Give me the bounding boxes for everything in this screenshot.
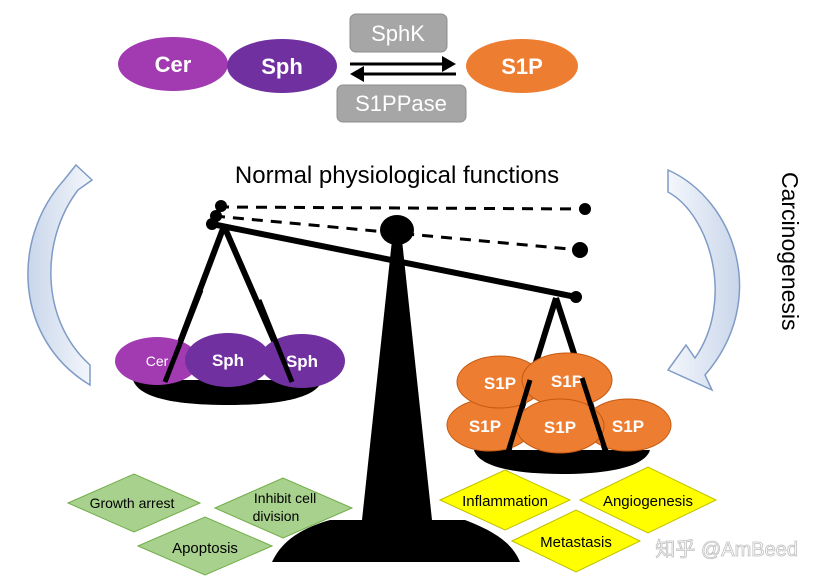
left-cycle-arrow-icon <box>27 163 94 387</box>
right-pan-s1p-label: S1P <box>469 417 501 436</box>
left-pan <box>133 380 322 405</box>
outcome-angiogenesis-label: Angiogenesis <box>603 493 693 510</box>
sphk-box <box>349 13 448 53</box>
s1ppase-label: S1PPase <box>355 91 447 116</box>
outcome-inhibit-division <box>213 477 354 539</box>
watermark: 知乎 @AmBeed <box>655 538 798 561</box>
left-pan-cer-label: Cer <box>146 353 169 369</box>
outcome-inhibit-division-label: Inhibit cell division <box>253 490 320 524</box>
outcome-growth-arrest <box>66 473 202 533</box>
outcome-angiogenesis <box>578 466 718 534</box>
right-pan-s1p-label: S1P <box>551 372 583 391</box>
scale-post <box>362 240 432 520</box>
s1ppase-box <box>336 84 467 123</box>
title: Normal physiological functions <box>235 162 559 189</box>
outcome-inflammation <box>438 469 572 531</box>
right-pan-s1p-label: S1P <box>544 418 576 437</box>
left-pan-sph-label: Sph <box>212 351 244 370</box>
sphk-label: SphK <box>371 21 425 46</box>
outcome-growth-arrest-label: Growth arrest <box>90 495 175 511</box>
cer-ellipse <box>118 37 228 91</box>
forward-arrowhead-icon <box>442 56 456 72</box>
pathway: Cer Sph SphK S1PPase S1P <box>118 13 578 123</box>
scale-base <box>272 520 520 562</box>
beam-end-dot <box>206 218 218 230</box>
beam-end-dot <box>572 242 588 258</box>
beam-end-dot <box>215 200 227 212</box>
left-pan-items: Cer Sph Sph <box>115 289 345 388</box>
side-label: Carcinogenesis <box>777 172 803 331</box>
left-pan-sph <box>185 333 271 387</box>
outcome-inflammation-label: Inflammation <box>462 493 548 510</box>
left-outcomes: Growth arrest Inhibit cell division Apop… <box>66 473 354 576</box>
sph-ellipse <box>227 39 337 93</box>
outcome-apoptosis <box>136 516 274 576</box>
outcome-metastasis-label: Metastasis <box>540 534 612 551</box>
left-pan-sph-label: Sph <box>286 352 318 371</box>
right-pan-s1p-label: S1P <box>484 374 516 393</box>
dashed-beam-mid <box>213 214 581 252</box>
right-cycle-arrow-icon <box>666 168 741 392</box>
beam-end-dot <box>570 291 582 303</box>
right-pan-items: S1P S1P S1P S1P S1P <box>446 352 672 454</box>
reaction-arrows <box>350 56 456 82</box>
right-outcomes: Inflammation Angiogenesis Metastasis <box>438 466 718 573</box>
right-pan-s1p-label: S1P <box>612 417 644 436</box>
outcome-metastasis <box>510 509 642 573</box>
right-pan <box>474 450 650 474</box>
beam-end-dot <box>579 203 591 215</box>
outcome-apoptosis-label: Apoptosis <box>172 540 238 557</box>
reverse-arrowhead-icon <box>350 66 364 82</box>
s1p-ellipse <box>466 39 578 93</box>
cer-label: Cer <box>155 52 192 77</box>
pivot-knob <box>380 215 414 245</box>
s1p-label: S1P <box>501 54 543 79</box>
sph-label: Sph <box>261 54 303 79</box>
dashed-beam-level <box>217 205 586 211</box>
